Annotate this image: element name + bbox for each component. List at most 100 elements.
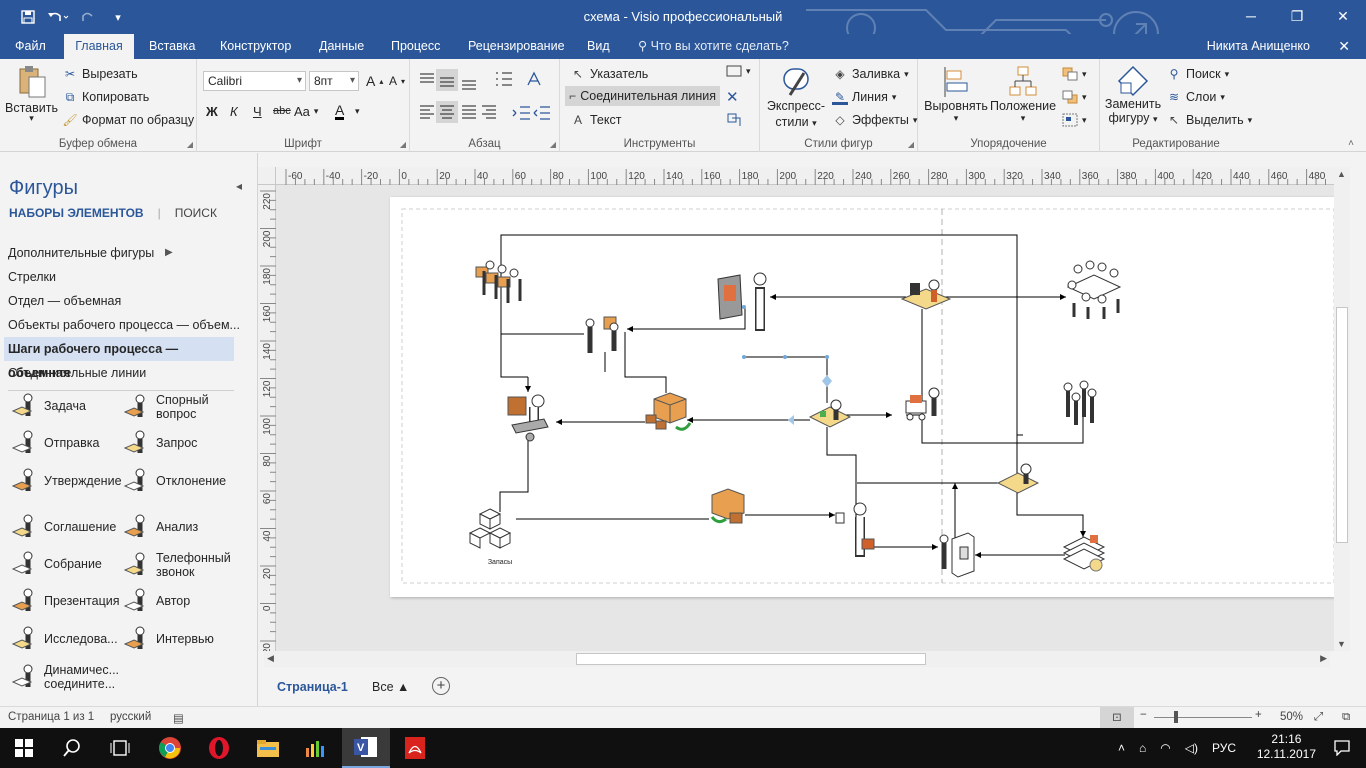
wifi-icon[interactable]: ◠	[1160, 741, 1171, 755]
horizontal-scroll-thumb[interactable]	[576, 653, 926, 665]
copy-button[interactable]: ⧉Копировать	[62, 89, 150, 105]
visio-taskbar-icon[interactable]: V	[342, 728, 390, 768]
tab-process[interactable]: Процесс	[391, 39, 441, 53]
grow-font-button[interactable]: A▴	[366, 73, 384, 89]
drawing-page[interactable]: Запасы	[390, 197, 1334, 597]
shape-interview[interactable]: Интервью	[124, 626, 214, 652]
restore-icon[interactable]: ❐	[1290, 7, 1304, 24]
shape-styles-launcher-icon[interactable]: ◢	[907, 140, 914, 149]
stencil-workflow-objects-3d[interactable]: Объекты рабочего процесса — объем...	[8, 318, 240, 332]
font-launcher-icon[interactable]: ◢	[399, 140, 406, 149]
font-family-select[interactable]: Calibri	[203, 71, 306, 91]
scroll-down-icon[interactable]: ▼	[1337, 639, 1346, 649]
chrome-icon[interactable]	[146, 728, 194, 768]
tab-data[interactable]: Данные	[319, 39, 365, 53]
collapse-ribbon-icon[interactable]: ˄	[1348, 138, 1354, 149]
tab-stencils[interactable]: НАБОРЫ ЭЛЕМЕНТОВ	[9, 206, 144, 220]
workflow-diagram[interactable]: Запасы	[390, 197, 1334, 597]
shape-request[interactable]: Запрос	[124, 430, 197, 456]
tab-search[interactable]: ПОИСК	[174, 206, 217, 220]
undo-icon[interactable]	[46, 6, 70, 28]
zoom-in-icon[interactable]: +	[1255, 709, 1262, 721]
shape-analysis[interactable]: Анализ	[124, 514, 198, 540]
volume-icon[interactable]: ◁)	[1184, 741, 1198, 755]
strikethrough-button[interactable]: abc	[273, 105, 291, 117]
drawing-canvas[interactable]: Запасы	[276, 185, 1334, 651]
language-status[interactable]: русский	[110, 711, 152, 723]
shape-dynamic-connector[interactable]: Динамичес...соедините...	[12, 663, 119, 691]
input-language[interactable]: РУС	[1211, 741, 1237, 755]
close-connector-icon[interactable]: ✕	[726, 89, 739, 106]
italic-button[interactable]: К	[230, 104, 238, 119]
tell-me-search[interactable]: ⚲ Что вы хотите сделать?	[638, 34, 789, 59]
network-device-icon[interactable]: ⌂	[1139, 741, 1147, 755]
position-button[interactable]: Положение ▾	[990, 65, 1056, 124]
line-button[interactable]: ✎Линия▾	[832, 89, 896, 105]
all-pages-button[interactable]: Все ▲	[372, 680, 410, 694]
stencil-workflow-steps-3d[interactable]: Шаги рабочего процесса — объемная	[4, 337, 234, 380]
file-explorer-icon[interactable]	[244, 728, 292, 768]
shape-task[interactable]: Задача	[12, 393, 86, 419]
selection-handles[interactable]	[742, 305, 832, 425]
connection-point-icon[interactable]	[726, 112, 742, 128]
action-center-icon[interactable]	[1318, 728, 1366, 768]
tray-chevron-icon[interactable]: ˄	[1118, 741, 1126, 755]
zoom-slider[interactable]	[1154, 717, 1252, 718]
scroll-left-icon[interactable]: ◀	[267, 653, 274, 663]
vertical-scrollbar[interactable]: ▲ ▼	[1334, 167, 1350, 651]
find-button[interactable]: ⚲Поиск▾	[1166, 66, 1230, 82]
page-count[interactable]: Страница 1 из 1	[8, 711, 95, 723]
presentation-mode-icon[interactable]: ⊡	[1100, 707, 1134, 728]
pointer-tool-button[interactable]: ↖Указатель	[570, 66, 648, 82]
fill-button[interactable]: ◈Заливка▾	[832, 66, 908, 82]
font-size-select[interactable]: 8пт	[309, 71, 359, 91]
shape-reject[interactable]: Отклонение	[124, 468, 226, 494]
vertical-scroll-thumb[interactable]	[1336, 307, 1348, 543]
tab-review[interactable]: Рецензирование	[468, 39, 565, 53]
format-painter-button[interactable]: 🖌Формат по образцу	[62, 112, 194, 128]
group-shapes-icon[interactable]: ▾	[1062, 113, 1087, 127]
shape-author[interactable]: Автор	[124, 588, 190, 614]
pdf-reader-icon[interactable]	[391, 728, 439, 768]
minimize-icon[interactable]: ─	[1246, 8, 1256, 24]
audio-app-icon[interactable]	[292, 728, 340, 768]
tab-design[interactable]: Конструктор	[220, 39, 292, 53]
customize-icon[interactable]: ▾	[115, 11, 121, 24]
cut-button[interactable]: ✂Вырезать	[62, 66, 138, 82]
shape-agreement[interactable]: Соглашение	[12, 514, 116, 540]
workflow-shapes[interactable]: Запасы	[468, 260, 1122, 578]
redo-icon[interactable]	[76, 6, 100, 28]
paragraph-align-icons[interactable]	[416, 69, 556, 125]
save-icon[interactable]	[16, 6, 40, 28]
taskbar-clock[interactable]: 21:16 12.11.2017	[1257, 732, 1316, 762]
bring-forward-icon[interactable]: ▾	[1062, 67, 1087, 81]
align-button[interactable]: Выровнять ▾	[924, 65, 988, 124]
bold-button[interactable]: Ж	[206, 104, 218, 119]
send-backward-icon[interactable]: ▾	[1062, 90, 1087, 104]
add-page-icon[interactable]: +	[432, 677, 450, 695]
shrink-font-button[interactable]: A▾	[389, 74, 406, 88]
search-icon[interactable]	[48, 728, 96, 768]
connector-tool-button[interactable]: ⌐Соединительная линия	[565, 86, 720, 106]
clipboard-launcher-icon[interactable]: ◢	[186, 140, 193, 149]
tab-insert[interactable]: Вставка	[149, 39, 196, 53]
ribbon-close-icon[interactable]: ✕	[1338, 38, 1350, 54]
fit-page-icon[interactable]: ⤢	[1314, 711, 1324, 723]
scroll-right-icon[interactable]: ▶	[1320, 653, 1327, 663]
layers-button[interactable]: ≋Слои▾	[1166, 89, 1225, 105]
tab-file[interactable]: Файл	[15, 39, 46, 53]
select-button[interactable]: ↖Выделить▾	[1166, 112, 1252, 128]
effects-button[interactable]: ◇Эффекты▾	[832, 112, 917, 128]
zoom-level[interactable]: 50%	[1280, 711, 1304, 723]
quick-styles-button[interactable]: Экспресс- стили ▾	[764, 65, 828, 129]
task-view-icon[interactable]	[96, 728, 144, 768]
windows-start-icon[interactable]	[0, 728, 48, 768]
switch-windows-icon[interactable]: ⧉	[1342, 711, 1351, 723]
shape-approval[interactable]: Утверждение	[12, 468, 122, 494]
opera-icon[interactable]	[195, 728, 243, 768]
